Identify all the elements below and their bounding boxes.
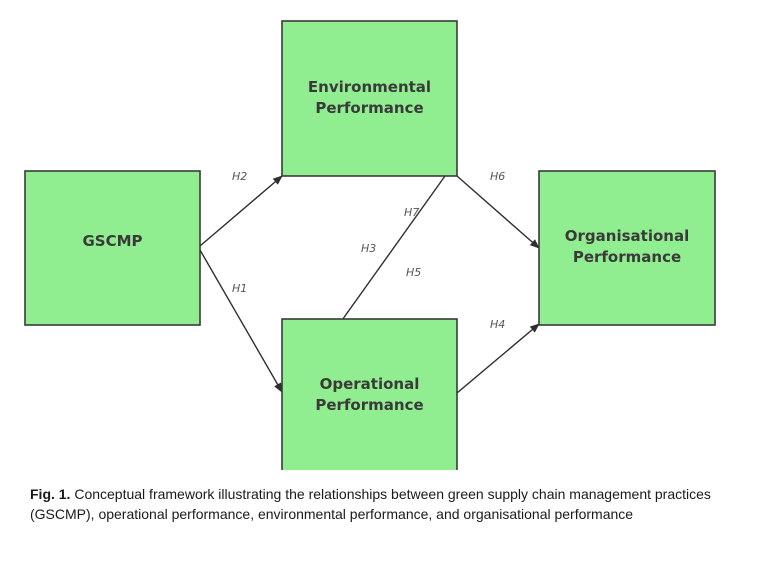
edge-label-h6: H6 [490, 170, 505, 183]
node-label-environmental: Environmental [308, 78, 431, 96]
caption-prefix: Fig. 1. [30, 486, 71, 502]
edge-operational-to-organisational [456, 323, 540, 394]
node-box-gscmp [24, 170, 201, 326]
node-label-environmental: Performance [315, 99, 423, 117]
node-label-organisational: Performance [573, 248, 681, 266]
node-box-organisational [538, 170, 716, 326]
edge-gscmp-to-environmental [199, 175, 283, 247]
edge-gscmp-to-operational [199, 249, 283, 393]
node-gscmp: GSCMP [24, 170, 201, 326]
figure-caption: Fig. 1. Conceptual framework illustratin… [30, 484, 730, 524]
edge-label-h2: H2 [232, 170, 247, 183]
caption-text: Conceptual framework illustrating the re… [30, 486, 711, 522]
edge-label-h5: H5 [406, 266, 421, 279]
node-box-operational [281, 318, 458, 470]
node-box-environmental [281, 20, 458, 177]
node-label-organisational: Organisational [565, 227, 689, 245]
edge-label-h3: H3 [361, 242, 376, 255]
edge-label-h4: H4 [490, 318, 505, 331]
nodes-layer: GSCMPEnvironmentalPerformanceOperational… [24, 20, 716, 470]
node-label-gscmp: GSCMP [82, 232, 142, 250]
edge-label-h7: H7 [404, 206, 419, 219]
node-label-operational: Performance [315, 396, 423, 414]
node-label-operational: Operational [320, 375, 420, 393]
framework-diagram: GSCMPEnvironmentalPerformanceOperational… [24, 20, 716, 470]
edge-environmental-to-organisational [456, 175, 540, 249]
edge-label-h1: H1 [232, 282, 247, 295]
